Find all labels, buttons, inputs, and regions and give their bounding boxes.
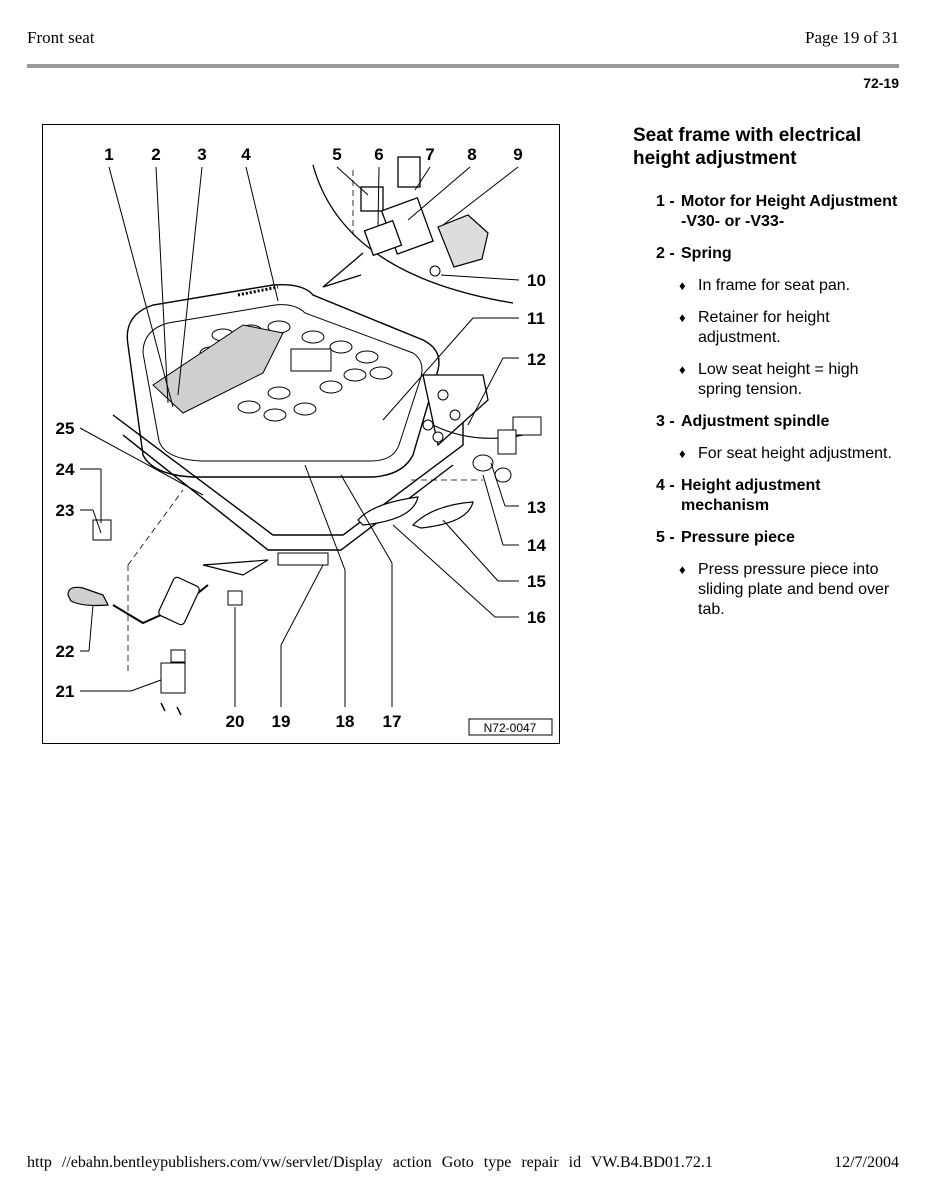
callout-23: 23 — [56, 501, 75, 520]
diamond-bullet-icon: ♦ — [679, 446, 686, 461]
callout-9: 9 — [513, 145, 522, 164]
seat-frame-drawing: 1 2 3 4 5 6 7 8 9 10 11 12 13 14 15 16 1… — [56, 145, 553, 736]
bullet-text: For seat height adjustment. — [698, 445, 892, 462]
bullet-text: In frame for seat pan. — [698, 277, 851, 294]
callout-2: 2 — [151, 145, 160, 164]
footer-url: http //ebahn.bentleypublishers.com/vw/se… — [27, 1154, 713, 1171]
item-number: 5 - — [656, 529, 675, 546]
footer-date: 12/7/2004 — [834, 1154, 899, 1171]
callout-11: 11 — [527, 309, 545, 328]
callout-18: 18 — [336, 712, 355, 731]
bullet-item: ♦ In frame for seat pan. — [679, 276, 903, 296]
callout-1: 1 — [104, 145, 113, 164]
item-label: Pressure piece — [681, 529, 795, 546]
parts-legend: Seat frame with electrical height adjust… — [633, 124, 903, 632]
list-item: 5 - Pressure piece — [656, 528, 903, 548]
diamond-bullet-icon: ♦ — [679, 562, 686, 577]
callout-14: 14 — [527, 536, 546, 555]
list-item: 4 - Height adjustment mechanism — [656, 476, 903, 516]
page-number: Page 19 of 31 — [805, 28, 899, 47]
item-label: Motor for Height Adjustment -V30- or -V3… — [681, 193, 898, 230]
item-number: 4 - — [656, 477, 675, 494]
callout-7: 7 — [425, 145, 434, 164]
diamond-bullet-icon: ♦ — [679, 278, 686, 293]
list-item: 3 - Adjustment spindle — [656, 412, 903, 432]
callout-4: 4 — [241, 145, 251, 164]
bullet-item: ♦ Retainer for height adjustment. — [679, 308, 903, 348]
figure-reference: N72-0047 — [484, 721, 537, 735]
callout-10: 10 — [527, 271, 546, 290]
bullet-text: Press pressure piece into sliding plate … — [698, 561, 890, 618]
callout-5: 5 — [332, 145, 341, 164]
exploded-diagram: 1 2 3 4 5 6 7 8 9 10 11 12 13 14 15 16 1… — [42, 124, 560, 744]
item-number: 2 - — [656, 245, 675, 262]
bullet-item: ♦ For seat height adjustment. — [679, 444, 903, 464]
callout-16: 16 — [527, 608, 546, 627]
callout-13: 13 — [527, 498, 546, 517]
diamond-bullet-icon: ♦ — [679, 310, 686, 325]
bullet-item: ♦ Low seat height = high spring tension. — [679, 360, 903, 400]
callout-8: 8 — [467, 145, 476, 164]
list-item: 1 - Motor for Height Adjustment -V30- or… — [656, 192, 903, 232]
callout-20: 20 — [226, 712, 245, 731]
section-title: Seat frame with electrical height adjust… — [633, 125, 862, 169]
callout-6: 6 — [374, 145, 383, 164]
list-item: 2 - Spring — [656, 244, 903, 264]
section-code: 72-19 — [863, 75, 899, 91]
item-label: Adjustment spindle — [681, 413, 830, 430]
callout-12: 12 — [527, 350, 546, 369]
document-title: Front seat — [27, 28, 95, 47]
header-divider — [27, 64, 899, 68]
callout-21: 21 — [56, 682, 75, 701]
callout-25: 25 — [56, 419, 75, 438]
diamond-bullet-icon: ♦ — [679, 362, 686, 377]
callout-24: 24 — [56, 460, 75, 479]
callout-3: 3 — [197, 145, 206, 164]
item-number: 3 - — [656, 413, 675, 430]
callout-15: 15 — [527, 572, 546, 591]
callout-19: 19 — [272, 712, 291, 731]
bullet-item: ♦ Press pressure piece into sliding plat… — [679, 560, 903, 620]
bullet-text: Low seat height = high spring tension. — [698, 361, 859, 398]
item-label: Height adjustment mechanism — [681, 477, 821, 514]
item-number: 1 - — [656, 193, 675, 210]
callout-22: 22 — [56, 642, 75, 661]
bullet-text: Retainer for height adjustment. — [698, 309, 830, 346]
item-label: Spring — [681, 245, 732, 262]
callout-17: 17 — [383, 712, 402, 731]
